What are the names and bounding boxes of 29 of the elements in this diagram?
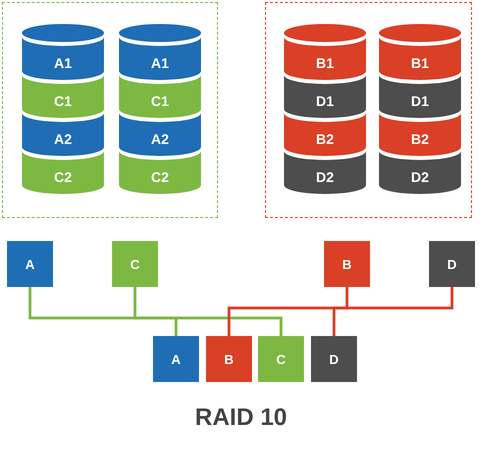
group-frame <box>2 2 218 218</box>
data-block: B <box>206 336 252 382</box>
segment-label: D2 <box>410 169 430 185</box>
diagram-title: RAID 10 <box>194 404 288 432</box>
segment-label: A2 <box>150 131 170 147</box>
data-block: A <box>153 336 199 382</box>
segment-label: D1 <box>410 93 430 109</box>
segment-label: B1 <box>410 55 430 71</box>
connector-line <box>134 287 282 336</box>
segment-label: B1 <box>315 55 335 71</box>
group-frame <box>265 2 472 218</box>
segment-label: C2 <box>150 169 170 185</box>
data-block: A <box>7 241 53 287</box>
connector-line <box>332 287 454 336</box>
segment-label: C1 <box>53 93 73 109</box>
segment-label: B2 <box>315 131 335 147</box>
data-block: D <box>311 336 357 382</box>
segment-label: A2 <box>53 131 73 147</box>
segment-label: D1 <box>315 93 335 109</box>
data-block: D <box>429 241 475 287</box>
segment-label: C2 <box>53 169 73 185</box>
segment-label: C1 <box>150 93 170 109</box>
segment-label: A1 <box>53 55 73 71</box>
segment-label: A1 <box>150 55 170 71</box>
segment-label: D2 <box>315 169 335 185</box>
segment-label: B2 <box>410 131 430 147</box>
data-block: C <box>112 241 158 287</box>
data-block: C <box>258 336 304 382</box>
data-block: B <box>324 241 370 287</box>
